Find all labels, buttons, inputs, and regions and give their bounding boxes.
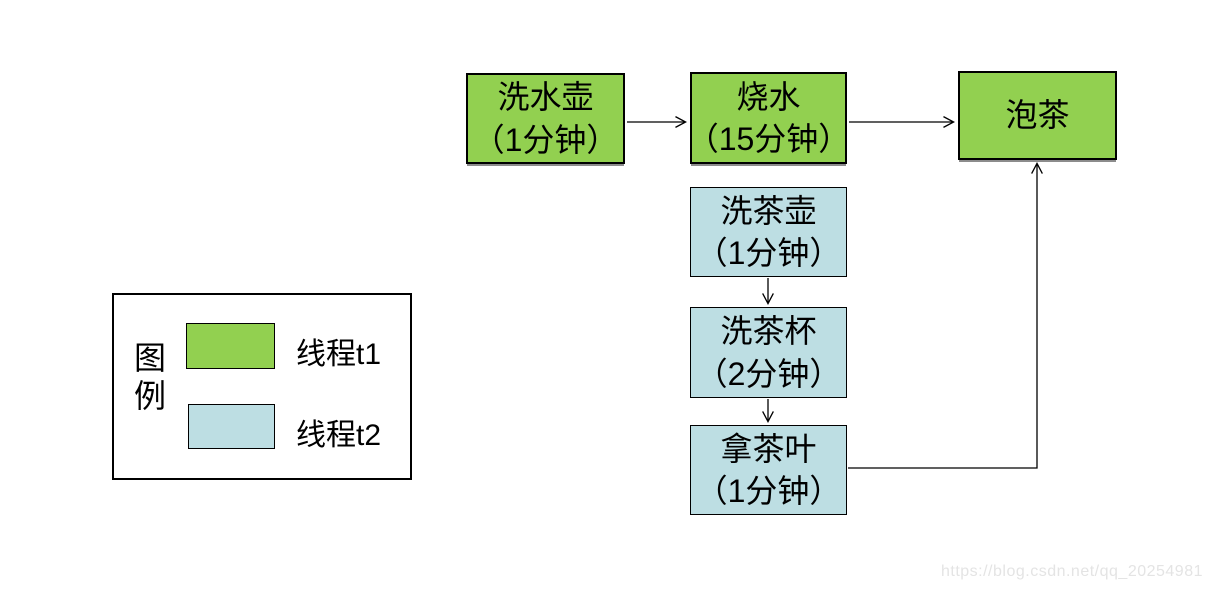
arrow-take-tea-leaves-to-make-tea — [848, 162, 1043, 469]
node-boil-water: 烧水 （15分钟） — [687, 72, 850, 164]
legend-label-thread-t1: 线程t1 — [296, 338, 382, 371]
node-wash-teacup: 洗茶杯 （2分钟） — [690, 307, 847, 398]
node-wash-teacup-label: 洗茶杯 — [720, 313, 817, 350]
node-make-tea: 泡茶 — [958, 71, 1117, 160]
node-wash-kettle-duration: （1分钟） — [472, 121, 619, 158]
node-wash-teapot: 洗茶壶 （1分钟） — [690, 187, 847, 277]
node-take-tea-leaves-label: 拿茶叶 — [720, 430, 817, 467]
legend-swatch-thread-t2 — [188, 404, 275, 449]
node-wash-kettle: 洗水壶 （1分钟） — [466, 73, 625, 164]
node-boil-water-duration: （15分钟） — [686, 121, 851, 157]
legend-swatch-thread-t1 — [186, 323, 275, 369]
legend-label-thread-t2: 线程t2 — [296, 419, 382, 452]
node-wash-teacup-duration: （2分钟） — [695, 355, 842, 392]
node-make-tea-label: 泡茶 — [1005, 97, 1070, 134]
legend-box: 图例 线程t1 线程t2 — [112, 293, 412, 480]
legend-title: 图例 — [134, 340, 167, 414]
node-boil-water-label: 烧水 — [736, 78, 801, 115]
node-wash-kettle-label: 洗水壶 — [497, 79, 594, 116]
node-wash-teapot-label: 洗茶壶 — [720, 192, 817, 229]
node-take-tea-leaves: 拿茶叶 （1分钟） — [690, 425, 847, 515]
watermark-url: https://blog.csdn.net/qq_20254981 — [940, 563, 1203, 580]
node-wash-teapot-duration: （1分钟） — [695, 235, 842, 271]
node-take-tea-leaves-duration: （1分钟） — [695, 473, 842, 509]
